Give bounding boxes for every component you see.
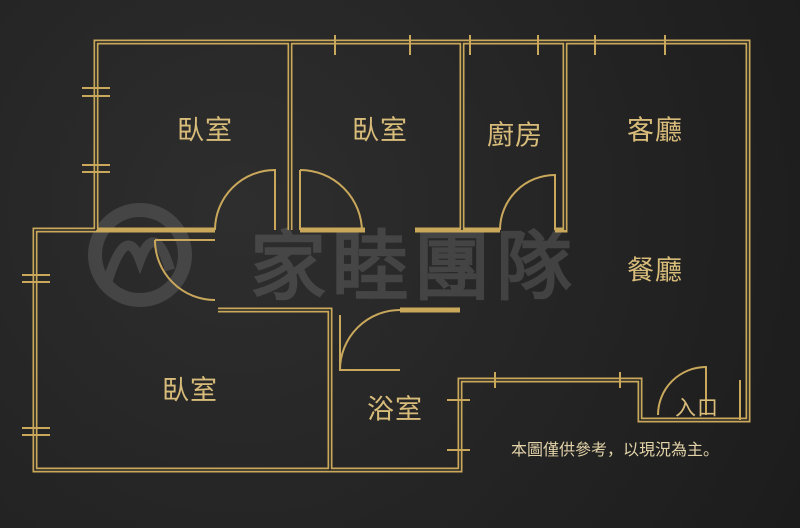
doors: [154, 168, 707, 416]
room-label-bedroom-2: 臥室: [352, 115, 408, 147]
room-label-bedroom-3: 臥室: [162, 375, 218, 407]
room-label-bathroom: 浴室: [367, 394, 423, 426]
walls: [32, 39, 751, 473]
windows: [22, 35, 741, 451]
room-label-entrance: 入口: [675, 396, 719, 420]
disclaimer-note: 本圖僅供參考，以現況為主。: [510, 440, 720, 459]
room-label-living-room: 客廳: [627, 115, 683, 147]
watermark-text: 家睦團隊: [250, 222, 578, 311]
watermark-logo: [88, 203, 192, 307]
room-label-dining-room: 餐廳: [627, 255, 683, 287]
room-label-bedroom-1: 臥室: [177, 115, 233, 147]
room-label-kitchen: 廚房: [487, 120, 543, 152]
